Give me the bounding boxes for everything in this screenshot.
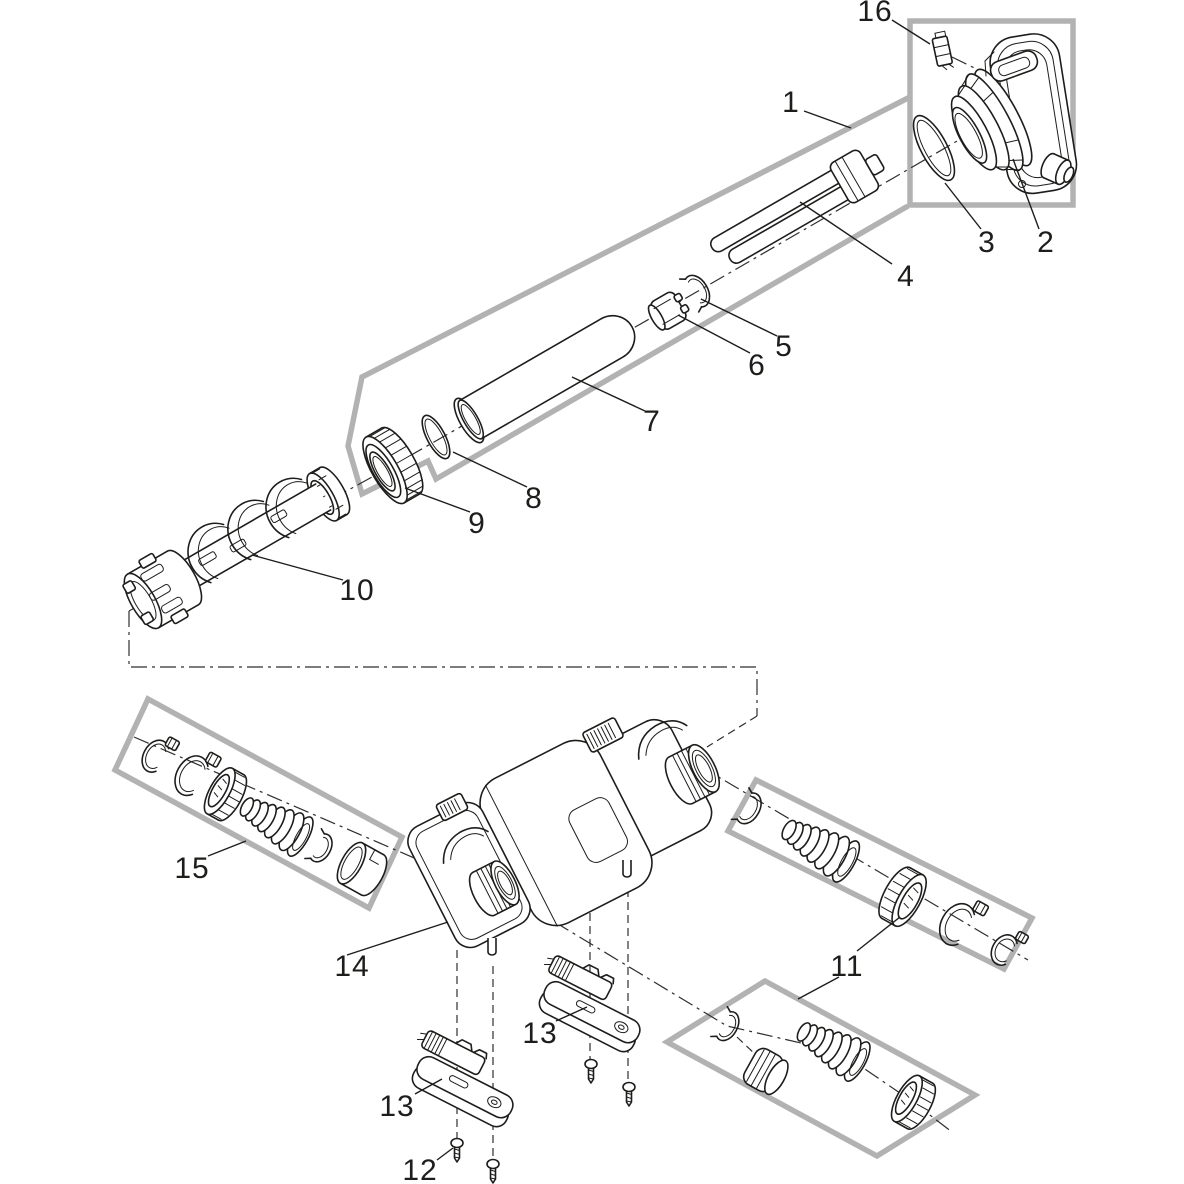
screw [622, 1081, 636, 1107]
hose-clamp-large [174, 751, 222, 797]
blind-cap [742, 1047, 789, 1096]
part-label-14: 14 [334, 950, 370, 983]
retaining-clip-drawing [678, 274, 711, 313]
hose-kit-left-drawing [141, 736, 388, 897]
head-unit-frame [907, 18, 1076, 208]
part-label-5: 5 [775, 330, 793, 363]
part-label-3: 3 [978, 226, 996, 259]
hose-clamp-small [141, 736, 181, 773]
screws-drawing [450, 1058, 636, 1184]
hose-kit-left-frame [111, 695, 406, 912]
clip-ring [710, 1005, 740, 1042]
part-label-6: 6 [748, 349, 766, 382]
clip-ring [304, 827, 333, 863]
part-label-13-right: 13 [522, 1017, 558, 1050]
foot-bracket-right-drawing [538, 955, 641, 1053]
head-unit-drawing [950, 33, 1078, 195]
leader-lines [207, 19, 1040, 1161]
clamping-nut-drawing [362, 426, 424, 505]
hose-kit-right-upper-frame [724, 776, 1036, 973]
part-label-9: 9 [468, 507, 486, 540]
quartz-glass-drawing [453, 314, 636, 444]
uv-lamp-drawing [709, 149, 885, 264]
lamp-holder-drawing [647, 291, 690, 331]
part-label-12: 12 [402, 1154, 438, 1184]
part-label-16: 16 [857, 0, 893, 28]
cleaning-rotor-drawing [122, 466, 351, 630]
part-label-7: 7 [643, 405, 661, 438]
part-label-8: 8 [525, 482, 543, 515]
head-o-ring-drawing [912, 114, 956, 182]
lamp-unit-band-frame [345, 94, 912, 498]
hose-clamp-small [990, 930, 1030, 966]
inlet-port [468, 860, 520, 917]
part-label-15: 15 [174, 852, 210, 885]
part-label-4: 4 [897, 260, 915, 293]
foot-bracket-left-drawing [411, 1030, 514, 1128]
stepped-hose-tail [239, 797, 314, 857]
outlet-port [664, 743, 721, 805]
screw [584, 1058, 598, 1084]
group-frames [111, 18, 1076, 1160]
union-nut [890, 1074, 937, 1130]
union-nut [878, 866, 927, 928]
clip-ring [730, 787, 762, 825]
hose-kit-right-lower-frame [661, 977, 981, 1160]
part-label-10: 10 [339, 574, 375, 607]
stepped-hose-tail [796, 1022, 871, 1082]
screw [450, 1137, 464, 1163]
part-label-11: 11 [830, 950, 864, 983]
stepped-hose-tail [781, 819, 861, 883]
housing-drawing [407, 717, 721, 956]
union-nut [203, 767, 248, 822]
hose-kit-right-upper-drawing [730, 787, 1030, 966]
hose-clamp-large [938, 900, 990, 946]
lamp-clip-drawing [931, 30, 954, 71]
part-label-1: 1 [782, 86, 800, 119]
screw [486, 1158, 500, 1184]
quartz-o-ring-drawing [421, 414, 451, 460]
outlet-sleeve [336, 841, 388, 897]
part-label-2: 2 [1037, 226, 1055, 259]
part-label-13-left: 13 [379, 1090, 415, 1123]
hose-kit-right-lower-drawing [710, 1005, 937, 1130]
